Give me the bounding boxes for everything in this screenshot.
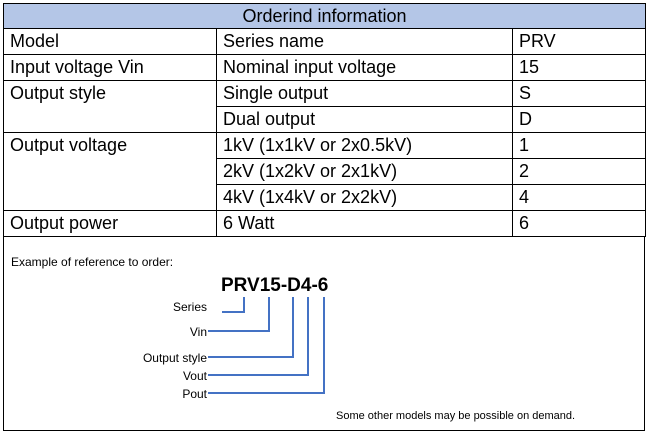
callout-output-style (208, 297, 294, 358)
footnote: Some other models may be possible on dem… (336, 410, 576, 422)
table-row: Output power 6 Watt 6 (3, 210, 647, 237)
param-cell: Output style (3, 80, 217, 107)
table-header-row: Orderind information (2, 3, 647, 29)
description-cell: 6 Watt (216, 210, 513, 237)
code-cell: S (511, 80, 647, 107)
param-cell (3, 158, 217, 185)
table-row: Output style Single output S (3, 80, 647, 107)
description-cell: Nominal input voltage (216, 54, 513, 81)
description-cell: 2kV (1x2kV or 2x1kV) (216, 158, 513, 185)
description-cell: Series name (216, 28, 513, 55)
label-pout: Pout (182, 387, 207, 401)
example-title: Example of reference to order: (11, 255, 174, 269)
callout-vin (208, 297, 270, 332)
callout-lines (208, 297, 325, 394)
param-cell: Model (3, 28, 217, 55)
label-vout: Vout (182, 369, 207, 383)
code-cell: PRV (511, 28, 647, 55)
code-cell: 2 (511, 158, 647, 185)
label-series: Series (172, 300, 207, 314)
table-row: Output voltage 1kV (1x1kV or 2x0.5kV) 1 (3, 132, 647, 159)
label-output-style: Output style (142, 351, 207, 365)
table-title: Orderind information (2, 3, 647, 29)
callout-pout (208, 297, 325, 394)
table-row: Dual output D (3, 106, 647, 133)
ordering-table: Orderind information Model Series name P… (2, 3, 647, 237)
param-cell: Output voltage (3, 132, 217, 159)
param-cell (3, 106, 217, 133)
table-row: Input voltage Vin Nominal input voltage … (3, 54, 647, 81)
code-cell: D (511, 106, 647, 133)
description-cell: 1kV (1x1kV or 2x0.5kV) (216, 132, 513, 159)
param-cell: Input voltage Vin (3, 54, 217, 81)
ordering-document: Orderind information Model Series name P… (2, 3, 647, 434)
param-cell (3, 184, 217, 211)
description-cell: Dual output (216, 106, 513, 133)
code-cell: 1 (511, 132, 647, 159)
example-part-number: PRV15-D4-6 (221, 275, 329, 296)
order-example-panel: Example of reference to order: PRV15-D4-… (3, 237, 645, 431)
param-cell: Output power (3, 210, 217, 237)
code-cell: 6 (511, 210, 647, 237)
callout-series (222, 297, 245, 313)
description-cell: Single output (216, 80, 513, 107)
label-vin: Vin (189, 325, 207, 339)
callout-vout (208, 297, 309, 376)
table-row: 4kV (1x4kV or 2x2kV) 4 (3, 184, 647, 211)
description-cell: 4kV (1x4kV or 2x2kV) (216, 184, 513, 211)
table-row: Model Series name PRV (3, 28, 647, 55)
code-cell: 4 (511, 184, 647, 211)
table-row: 2kV (1x2kV or 2x1kV) 2 (3, 158, 647, 185)
code-cell: 15 (511, 54, 647, 81)
